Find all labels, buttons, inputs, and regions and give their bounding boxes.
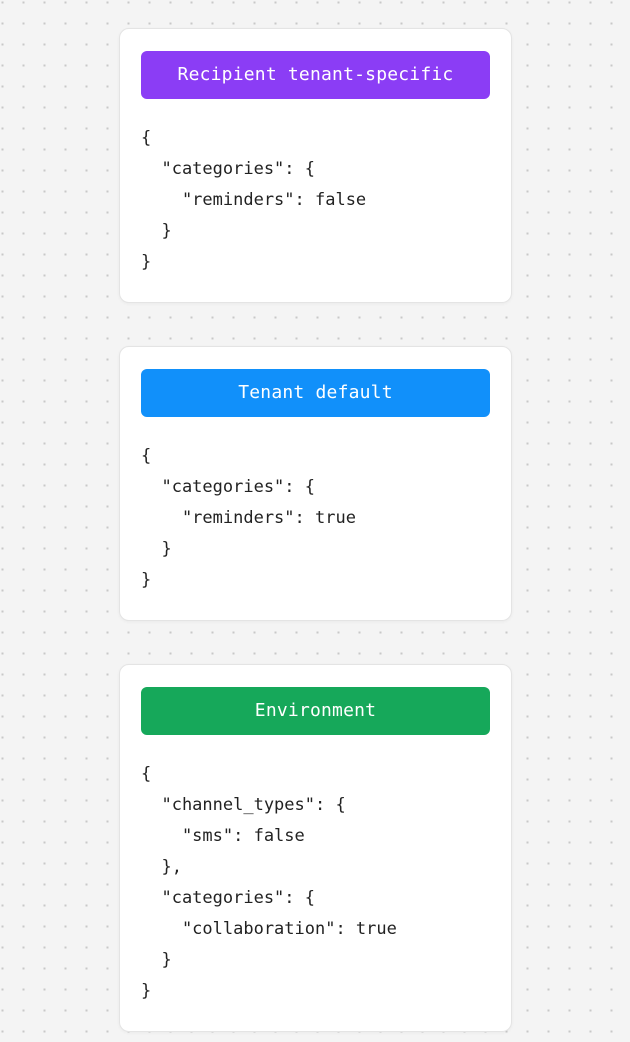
card-badge-environment: Environment bbox=[141, 687, 490, 735]
preference-card-tenant-default: Tenant default { "categories": { "remind… bbox=[119, 346, 512, 621]
preference-card-recipient-tenant-specific: Recipient tenant-specific { "categories"… bbox=[119, 28, 512, 303]
card-badge-tenant-default: Tenant default bbox=[141, 369, 490, 417]
card-json-tenant-default: { "categories": { "reminders": true } } bbox=[141, 446, 356, 590]
card-json-recipient-tenant-specific: { "categories": { "reminders": false } } bbox=[141, 128, 367, 272]
preference-card-environment: Environment { "channel_types": { "sms": … bbox=[119, 664, 512, 1032]
card-json-environment: { "channel_types": { "sms": false }, "ca… bbox=[141, 764, 397, 1001]
preference-card-stack: Recipient tenant-specific { "categories"… bbox=[119, 28, 512, 1032]
card-badge-recipient-tenant-specific: Recipient tenant-specific bbox=[141, 51, 490, 99]
